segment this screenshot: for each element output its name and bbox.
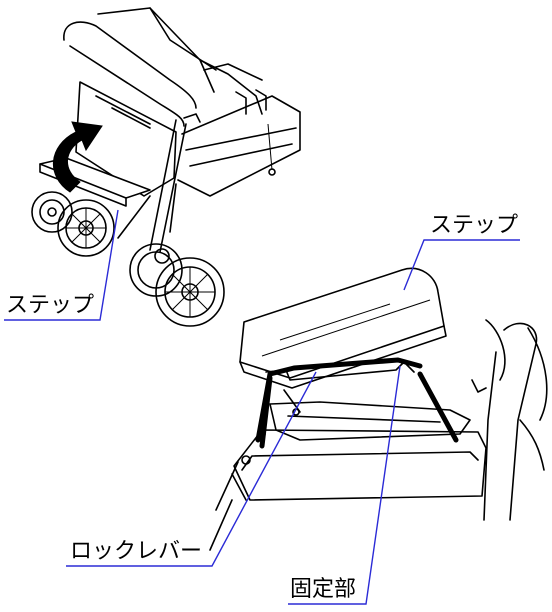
fixing-part-label: 固定部 [288,365,401,605]
leader-line-step-left [4,209,119,321]
fixing-part-label-text: 固定部 [290,577,356,602]
stroller-illustration [31,7,301,327]
step-label-top-right: ステップ [403,213,520,291]
step-label-top-left: ステップ [4,209,119,321]
leader-line-lock-lever [66,371,317,567]
leader-line-fixing-part [288,365,401,605]
leader-line-step-right [403,239,520,291]
step-label-text-left: ステップ [6,293,94,318]
step-closeup-illustration [209,267,548,551]
lock-lever-label: ロックレバー [66,371,317,567]
step-label-text-right: ステップ [430,213,518,238]
curved-up-arrow-icon [53,121,103,193]
lock-lever-label-text: ロックレバー [70,539,202,564]
